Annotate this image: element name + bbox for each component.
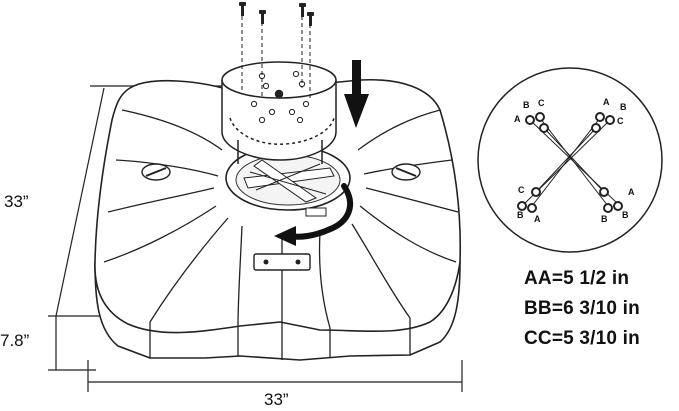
spec-aa: AA=5 1/2 in <box>524 268 630 289</box>
pin-label: B <box>523 100 530 110</box>
height-dimension-label: 33” <box>4 192 29 211</box>
fill-cap-left[interactable] <box>141 163 171 181</box>
pin-label: C <box>617 116 624 126</box>
pin-label: A <box>603 97 610 107</box>
pin-label: B <box>620 102 627 112</box>
pin-label: B <box>622 210 629 220</box>
pin-label: A <box>534 214 541 224</box>
pin-label: C <box>518 185 525 195</box>
width-dimension-label: 33” <box>264 390 289 409</box>
pin-label: B <box>601 214 608 224</box>
spec-bb: BB=6 3/10 in <box>524 298 640 319</box>
bracket-plate <box>253 253 311 271</box>
rotation-arrow-icon <box>274 183 354 246</box>
pin-label: B <box>517 210 524 220</box>
spec-cc: CC=5 3/10 in <box>524 328 640 349</box>
fill-cap-right[interactable] <box>391 163 421 181</box>
base-segment-lines <box>103 109 459 360</box>
pin-label: A <box>628 187 635 197</box>
hole-pattern-diagram: B C A A B C C B A A B B <box>477 67 663 253</box>
screw-icon <box>239 2 314 98</box>
pin-label: C <box>538 98 545 108</box>
pole-collar <box>221 61 337 164</box>
down-arrow-icon <box>344 60 369 128</box>
thickness-dimension-label: 7.8” <box>0 331 30 350</box>
pin-label: A <box>514 114 521 124</box>
center-mount-opening <box>225 145 351 217</box>
